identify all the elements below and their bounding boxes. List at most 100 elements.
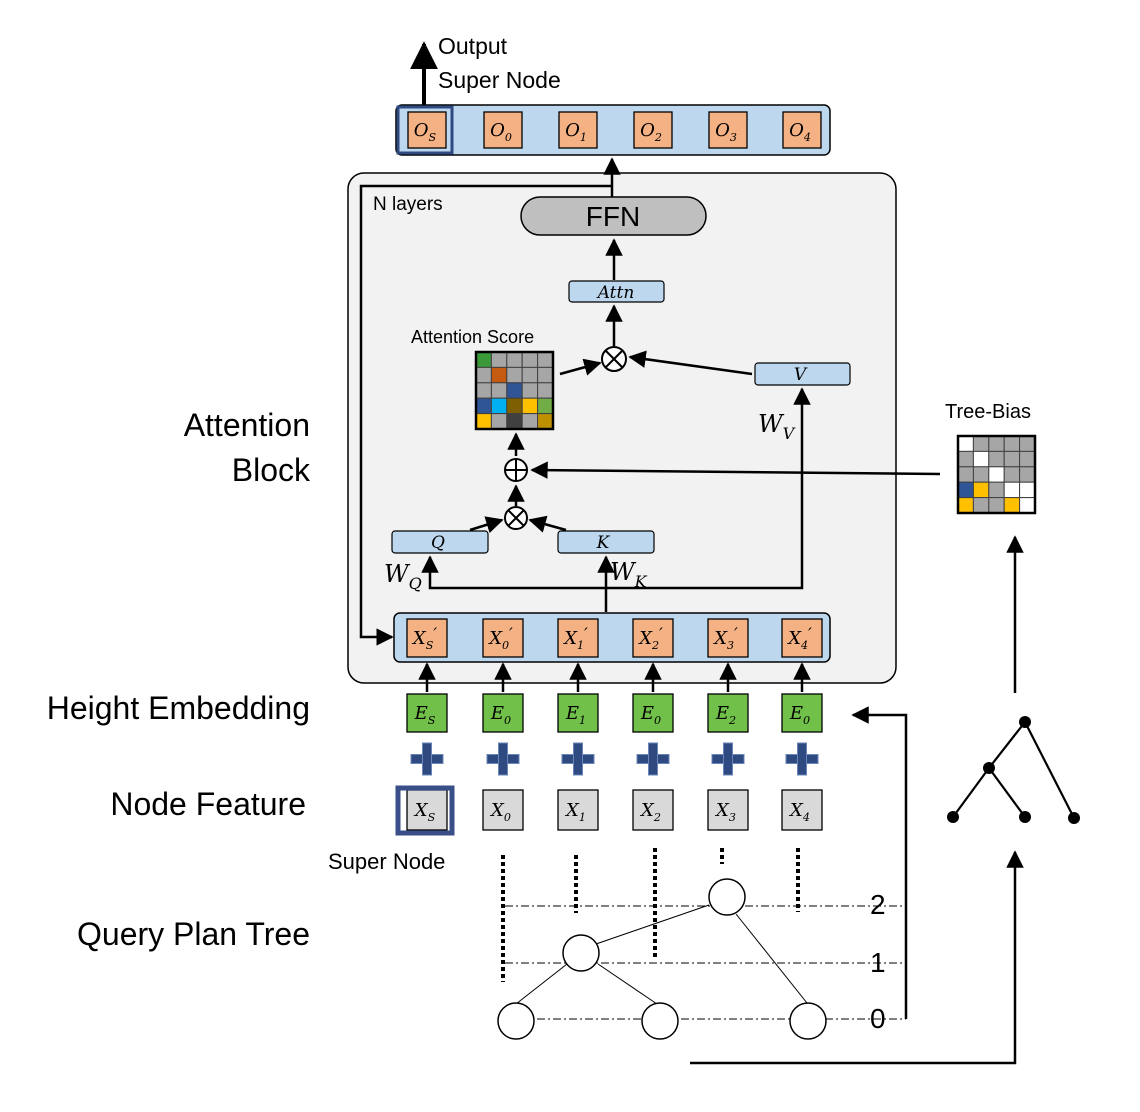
multiply-operator-top	[601, 346, 627, 372]
svg-text:X1: X1	[564, 800, 586, 824]
feature-cell-0: XS	[406, 789, 448, 831]
xprime-prime-1: ′	[509, 624, 513, 643]
ffn-box	[520, 196, 707, 236]
tree-bias-cell-3-0	[957, 481, 974, 499]
svg-text:O3: O3	[715, 120, 737, 144]
xprime-prime-4: ′	[734, 624, 738, 643]
output-main-0: O	[414, 120, 429, 141]
n-layers-label: N layers	[373, 194, 443, 215]
attention-score-cell-3-1	[490, 397, 508, 415]
xprime-container	[393, 612, 831, 663]
tree-bias-cell-1-3	[1003, 450, 1021, 468]
feature-cell-3: X2	[632, 789, 674, 831]
svg-text:X0: X0	[489, 800, 511, 824]
attention-score-cell-4-2	[506, 413, 523, 430]
tree-bias-cell-3-2	[988, 481, 1005, 499]
attention-block-label-2: Block	[232, 452, 311, 488]
svg-text:X3′: X3′	[712, 624, 738, 652]
xprime-main-4: X	[712, 628, 728, 649]
svg-text:XS′: XS′	[411, 624, 437, 652]
proj-path-q	[421, 555, 606, 590]
output-cell-1: O0	[483, 111, 523, 149]
attention-score-cell-3-4	[537, 397, 554, 415]
xprime-cell-4: X3′	[707, 618, 749, 658]
plus-sign-4	[711, 742, 745, 776]
xprime-prime-0: ′	[433, 624, 437, 643]
q-to-mult-arrow	[469, 516, 504, 534]
xprime-sub-1: 0	[502, 639, 509, 652]
xprime-cell-3: X2′	[632, 618, 674, 658]
attention-score-cell-1-4	[537, 366, 554, 384]
residual-connection	[359, 184, 612, 646]
tree-bias-cell-1-4	[1019, 450, 1036, 468]
feature-main-4: X	[714, 800, 730, 821]
output-cell-3: O2	[633, 111, 673, 149]
output-cell-0: OS	[407, 111, 447, 149]
svg-text:X4′: X4′	[786, 624, 812, 652]
embedding-sub-2: 1	[579, 714, 586, 727]
svg-text:ES: ES	[414, 703, 436, 727]
tree-bias-cell-4-4	[1019, 497, 1036, 514]
feature-sub-1: 0	[504, 811, 511, 824]
query-plan-tree-label: Query Plan Tree	[77, 916, 310, 952]
attention-score-cell-3-0	[475, 397, 492, 415]
embedding-sub-1: 0	[504, 714, 511, 727]
tree-bias-cell-0-4	[1019, 435, 1036, 452]
tree-bias-cell-3-4	[1019, 481, 1036, 499]
output-sub-4: 3	[730, 131, 737, 144]
svg-text:E1: E1	[565, 703, 586, 727]
embedding-main-3: E	[640, 703, 654, 724]
svg-text:E2: E2	[715, 703, 736, 727]
xprime-cell-0: XS′	[406, 618, 448, 658]
wv-label: WV	[758, 410, 796, 443]
tree-bias-cell-3-1	[972, 481, 990, 499]
attention-score-cell-1-2	[506, 366, 523, 384]
plus-sign-1	[486, 742, 520, 776]
svg-text:X2: X2	[639, 800, 661, 824]
attention-score-cell-3-2	[506, 397, 523, 415]
output-cell-4: O3	[708, 111, 748, 149]
svg-text:E0: E0	[789, 703, 810, 727]
xprime-prime-5: ′	[808, 624, 812, 643]
feature-cell-2: X1	[557, 789, 599, 831]
tree-node-leaf-1	[497, 1002, 535, 1040]
attention-score-cell-1-3	[521, 366, 539, 384]
xprime-main-3: X	[637, 628, 653, 649]
output-main-4: O	[715, 120, 730, 141]
embedding-sub-3: 0	[654, 714, 661, 727]
tree-bias-cell-2-3	[1003, 466, 1021, 483]
tree-bias-cell-0-0	[957, 435, 974, 452]
attn-label: Attn	[596, 283, 635, 303]
svg-text:X3: X3	[714, 800, 736, 824]
svg-text:X4: X4	[788, 800, 810, 824]
attention-score-cell-3-3	[521, 397, 539, 415]
output-cell-2: O1	[558, 111, 598, 149]
attention-score-cell-2-3	[521, 382, 539, 399]
feature-main-2: X	[564, 800, 580, 821]
feature-main-3: X	[639, 800, 655, 821]
output-super-highlight	[396, 105, 454, 155]
attention-score-cell-4-4	[537, 413, 554, 430]
tree-graph-nodes	[947, 716, 1080, 824]
tree-bias-cell-2-2	[988, 466, 1005, 483]
output-sub-3: 2	[654, 131, 662, 144]
tree-bias-cell-0-2	[988, 435, 1005, 452]
output-sub-0: S	[429, 131, 437, 144]
feature-cell-4: X3	[707, 789, 749, 831]
tree-bias-cell-1-2	[988, 450, 1005, 468]
feature-sub-5: 4	[802, 811, 810, 824]
tree-bias-cell-2-4	[1019, 466, 1036, 483]
level-2-label: 2	[870, 889, 886, 920]
attention-score-cell-2-1	[490, 382, 508, 399]
plus-sign-5	[785, 742, 819, 776]
feature-main-0: X	[413, 800, 429, 821]
attention-score-cell-4-1	[490, 413, 508, 430]
xprime-main-2: X	[562, 628, 578, 649]
attention-block-panel	[347, 172, 897, 684]
svg-text:XS: XS	[413, 800, 436, 824]
embedding-main-4: E	[715, 703, 729, 724]
output-container	[395, 104, 831, 156]
svg-text:O0: O0	[490, 120, 512, 144]
feature-sub-0: S	[428, 811, 436, 824]
embedding-cell-2: E1	[557, 693, 599, 733]
